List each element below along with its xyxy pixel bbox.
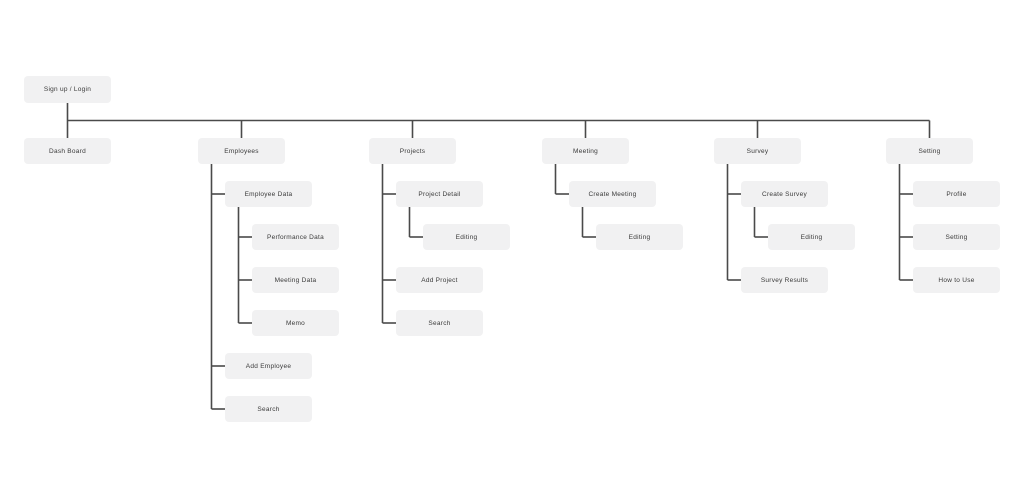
node-label: Meeting Data <box>274 276 317 284</box>
node-add-employee[interactable]: Add Employee <box>225 353 312 379</box>
node-label: Survey <box>746 147 769 155</box>
node-label: Project Detail <box>418 190 461 198</box>
node-label: Memo <box>285 319 306 327</box>
node-performance-data[interactable]: Performance Data <box>252 224 339 250</box>
node-label: Projects <box>399 147 426 155</box>
node-how-to-use[interactable]: How to Use <box>913 267 1000 293</box>
node-label: Setting <box>945 233 968 241</box>
node-add-project[interactable]: Add Project <box>396 267 483 293</box>
node-employee-data[interactable]: Employee Data <box>225 181 312 207</box>
node-label: Search <box>257 405 280 413</box>
node-label: Add Project <box>421 276 458 284</box>
node-label: Profile <box>946 190 967 198</box>
node-label: How to Use <box>938 276 975 284</box>
node-search[interactable]: Search <box>396 310 483 336</box>
node-setting[interactable]: Setting <box>913 224 1000 250</box>
node-label: Meeting <box>573 147 598 155</box>
node-project-detail[interactable]: Project Detail <box>396 181 483 207</box>
node-label: Survey Results <box>760 276 809 284</box>
node-label: Create Survey <box>762 190 807 198</box>
node-label: Dash Board <box>49 147 86 155</box>
node-label: Sign up / Login <box>43 86 92 93</box>
node-label: Editing <box>800 233 823 241</box>
node-label: Employees <box>224 147 259 155</box>
node-profile[interactable]: Profile <box>913 181 1000 207</box>
node-setting[interactable]: Setting <box>886 138 973 164</box>
node-label: Editing <box>455 233 478 241</box>
node-survey-results[interactable]: Survey Results <box>741 267 828 293</box>
node-meeting[interactable]: Meeting <box>542 138 629 164</box>
node-memo[interactable]: Memo <box>252 310 339 336</box>
node-projects[interactable]: Projects <box>369 138 456 164</box>
node-label: Employee Data <box>244 190 293 198</box>
node-label: Add Employee <box>245 362 292 370</box>
node-editing[interactable]: Editing <box>596 224 683 250</box>
node-label: Editing <box>628 233 651 241</box>
node-dash-board[interactable]: Dash Board <box>24 138 111 164</box>
node-create-survey[interactable]: Create Survey <box>741 181 828 207</box>
node-label: Create Meeting <box>588 190 637 198</box>
node-editing[interactable]: Editing <box>768 224 855 250</box>
node-label: Setting <box>918 147 941 155</box>
node-label: Performance Data <box>267 233 324 241</box>
node-search[interactable]: Search <box>225 396 312 422</box>
node-sign-up-login[interactable]: Sign up / Login <box>24 76 111 103</box>
node-employees[interactable]: Employees <box>198 138 285 164</box>
node-survey[interactable]: Survey <box>714 138 801 164</box>
node-meeting-data[interactable]: Meeting Data <box>252 267 339 293</box>
node-create-meeting[interactable]: Create Meeting <box>569 181 656 207</box>
node-editing[interactable]: Editing <box>423 224 510 250</box>
node-label: Search <box>428 319 451 327</box>
